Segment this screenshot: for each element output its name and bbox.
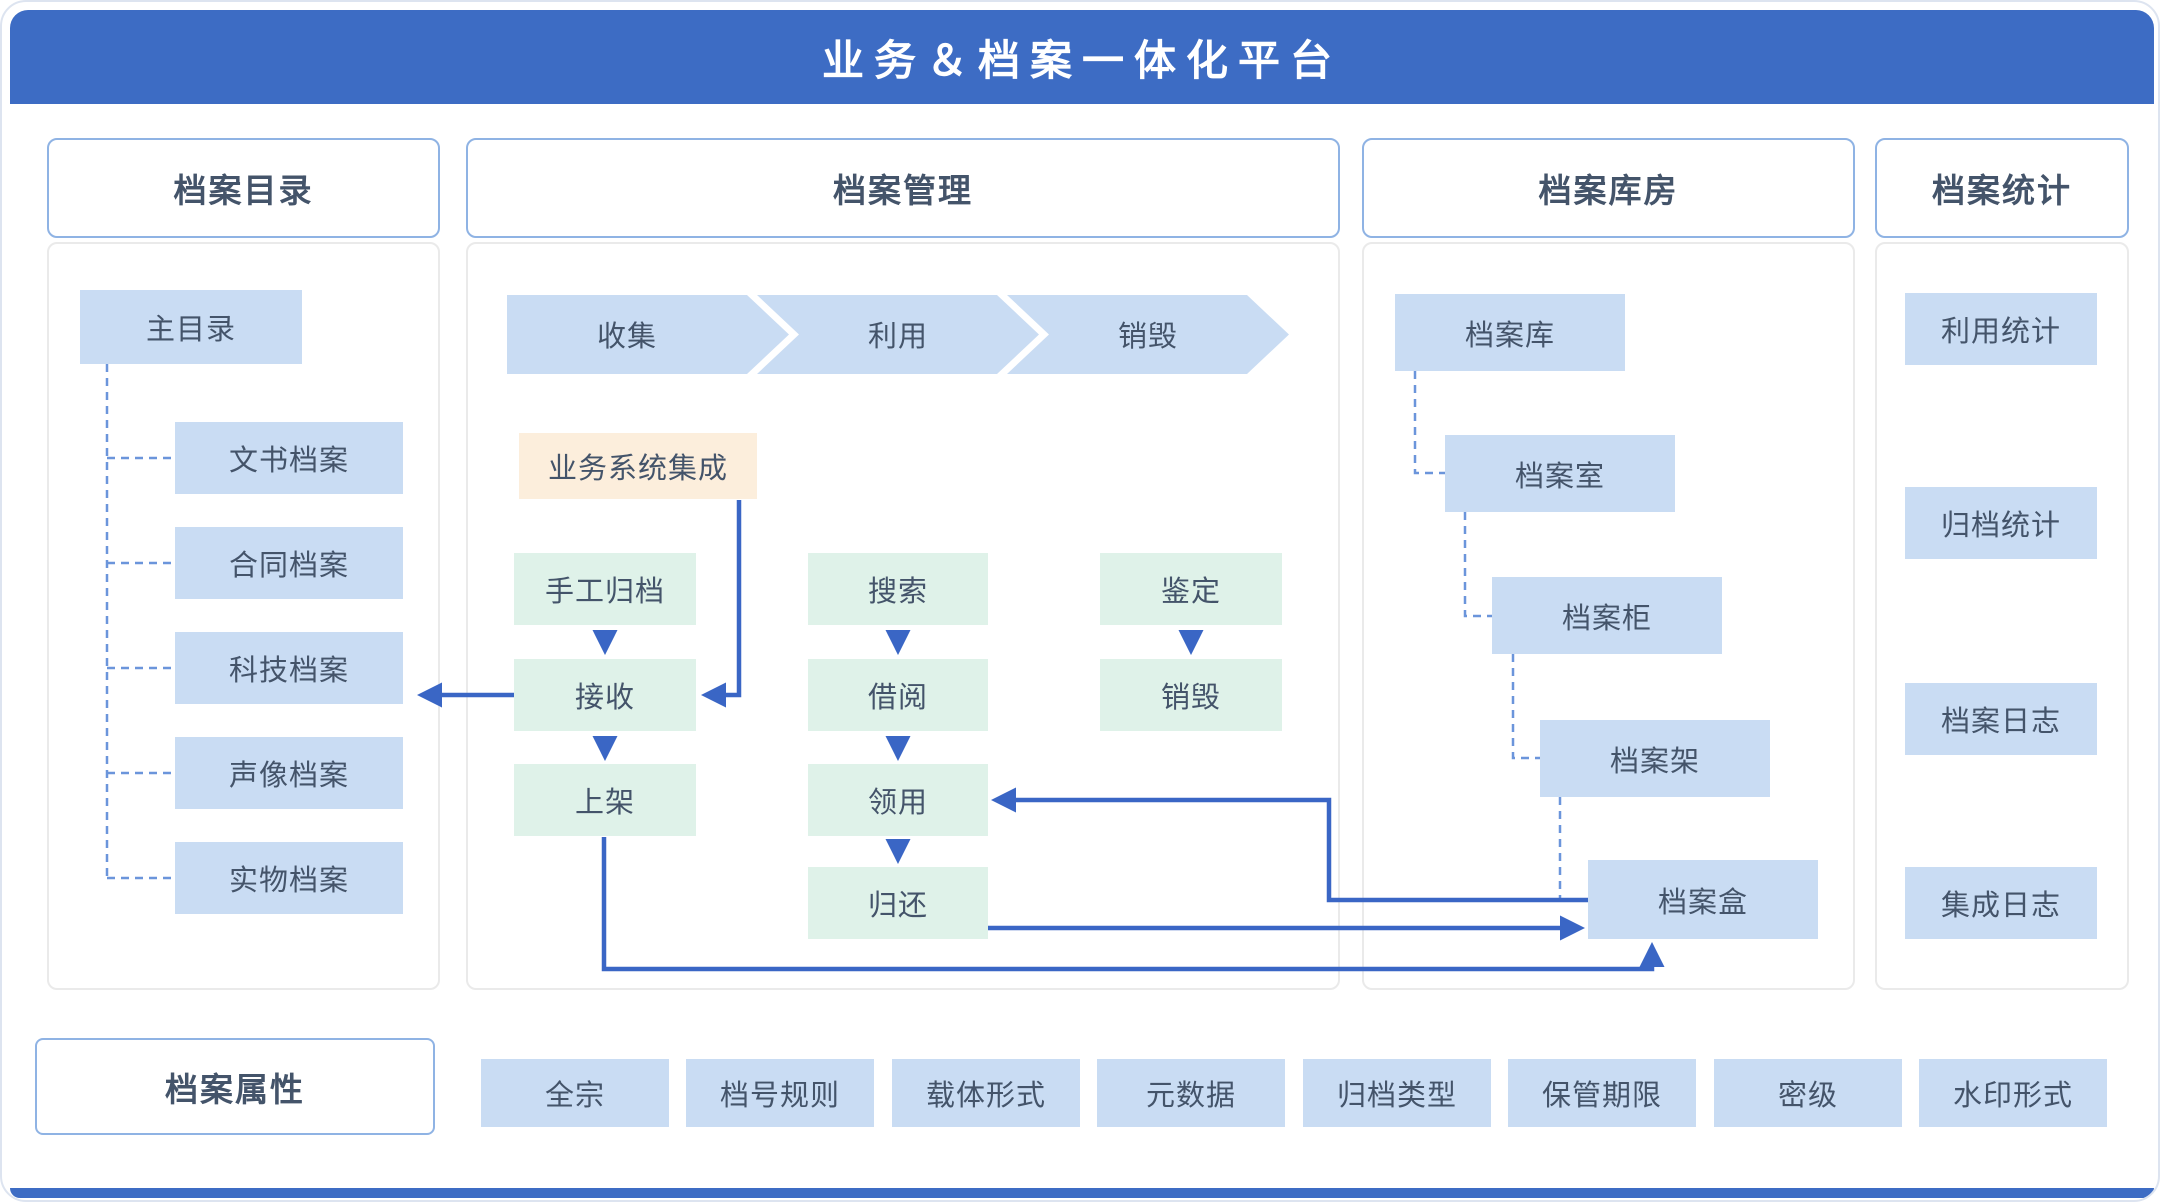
node-archive-room: 档案室 [1445, 435, 1675, 512]
node-destroy: 销毁 [1100, 659, 1282, 731]
attr-filing-type: 归档类型 [1303, 1059, 1491, 1127]
chevron-collect-label: 收集 [596, 321, 657, 353]
node-document-archive: 文书档案 [175, 422, 403, 494]
statistics-panel-header: 档案统计 [1875, 138, 2129, 238]
node-business-system-integration: 业务系统集成 [519, 433, 757, 499]
attr-security-level: 密级 [1714, 1059, 1902, 1127]
node-usage-statistics: 利用统计 [1905, 293, 2097, 365]
attr-retention-period: 保管期限 [1508, 1059, 1696, 1127]
node-integration-log: 集成日志 [1905, 867, 2097, 939]
attr-watermark-form: 水印形式 [1919, 1059, 2107, 1127]
node-archive-repository: 档案库 [1395, 294, 1625, 371]
node-shelve: 上架 [514, 764, 696, 836]
attr-fonds: 全宗 [481, 1059, 669, 1127]
chevron-use-label: 利用 [867, 321, 928, 353]
node-archive-log: 档案日志 [1905, 683, 2097, 755]
attr-carrier-form: 载体形式 [892, 1059, 1080, 1127]
banner: 业务＆档案一体化平台 [10, 10, 2154, 104]
node-search: 搜索 [808, 553, 988, 625]
node-appraise: 鉴定 [1100, 553, 1282, 625]
node-main-catalog: 主目录 [80, 290, 302, 364]
attributes-header: 档案属性 [35, 1038, 435, 1135]
management-panel-header: 档案管理 [466, 138, 1340, 238]
node-receive: 接收 [514, 659, 696, 731]
statistics-panel-body [1875, 242, 2129, 990]
node-archive-box: 档案盒 [1588, 860, 1818, 939]
node-borrow: 借阅 [808, 659, 988, 731]
node-filing-statistics: 归档统计 [1905, 487, 2097, 559]
node-scitech-archive: 科技档案 [175, 632, 403, 704]
attr-number-rule: 档号规则 [686, 1059, 874, 1127]
node-takeout: 领用 [808, 764, 988, 836]
node-return: 归还 [808, 867, 988, 939]
catalog-panel-header: 档案目录 [47, 138, 440, 238]
node-physical-archive: 实物档案 [175, 842, 403, 914]
chevron-destroy-label: 销毁 [1117, 321, 1178, 353]
node-manual-filing: 手工归档 [514, 553, 696, 625]
bottom-accent-bar [10, 1188, 2154, 1198]
attr-metadata: 元数据 [1097, 1059, 1285, 1127]
node-archive-cabinet: 档案柜 [1492, 577, 1722, 654]
node-contract-archive: 合同档案 [175, 527, 403, 599]
warehouse-panel-header: 档案库房 [1362, 138, 1855, 238]
node-archive-shelf: 档案架 [1540, 720, 1770, 797]
banner-title: 业务＆档案一体化平台 [821, 36, 1342, 84]
node-audiovisual-archive: 声像档案 [175, 737, 403, 809]
